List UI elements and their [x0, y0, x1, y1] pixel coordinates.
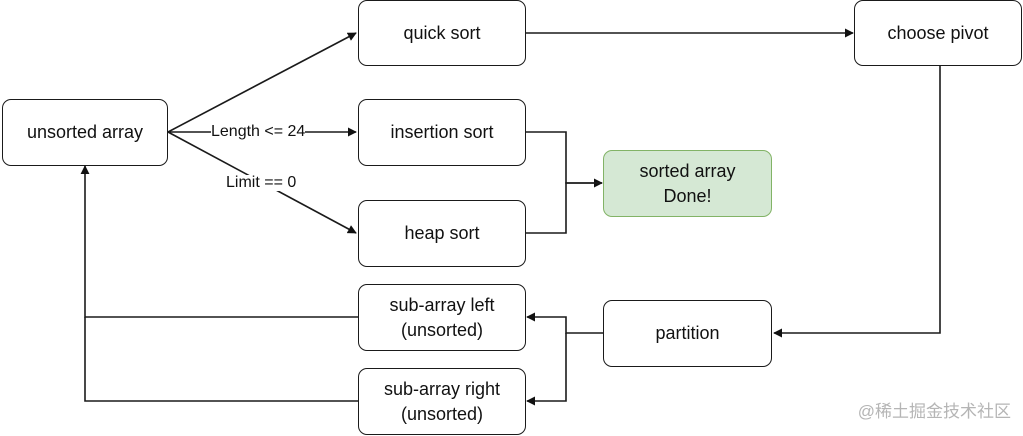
- edge-label-limit-condition: Limit == 0: [226, 174, 297, 191]
- node-sub-array-right-line2: (unsorted): [400, 403, 484, 424]
- node-sub-array-left: sub-array left (unsorted): [358, 284, 526, 351]
- node-sorted-array-done: sorted array Done!: [603, 150, 772, 217]
- node-partition: partition: [603, 300, 772, 367]
- node-heap-sort-label: heap sort: [404, 223, 480, 244]
- node-sub-array-right-line1: sub-array right: [383, 379, 501, 400]
- node-sub-array-left-line1: sub-array left: [389, 295, 495, 316]
- edge-heapsort-to-sorted: [526, 182, 602, 234]
- edge-pivot-to-partition: [773, 66, 941, 338]
- node-heap-sort: heap sort: [358, 200, 526, 267]
- edge-label-length-condition: Length <= 24: [211, 123, 306, 140]
- edge-insertion-to-sorted: [526, 131, 603, 188]
- node-insertion-sort-label: insertion sort: [390, 122, 494, 143]
- edge-right-to-unsorted: [84, 317, 358, 402]
- node-unsorted-array: unsorted array: [2, 99, 168, 166]
- node-sub-array-right: sub-array right (unsorted): [358, 368, 526, 435]
- node-choose-pivot: choose pivot: [854, 0, 1022, 66]
- node-sorted-array-line1: sorted array: [639, 161, 736, 182]
- watermark: @稀土掘金技术社区: [857, 402, 1011, 421]
- node-partition-label: partition: [655, 323, 720, 344]
- edge-partition-to-right: [526, 333, 567, 406]
- node-quick-sort-label: quick sort: [403, 22, 481, 43]
- node-sub-array-left-line2: (unsorted): [400, 319, 484, 340]
- node-sorted-array-line2: Done!: [663, 185, 712, 206]
- edge-unsorted-to-quicksort: [167, 32, 357, 133]
- node-choose-pivot-label: choose pivot: [887, 22, 989, 43]
- node-insertion-sort: insertion sort: [358, 99, 526, 166]
- node-quick-sort: quick sort: [358, 0, 526, 66]
- edge-left-to-unsorted: [80, 165, 358, 318]
- node-unsorted-array-label: unsorted array: [26, 122, 144, 143]
- edge-partition-to-left: [526, 312, 603, 334]
